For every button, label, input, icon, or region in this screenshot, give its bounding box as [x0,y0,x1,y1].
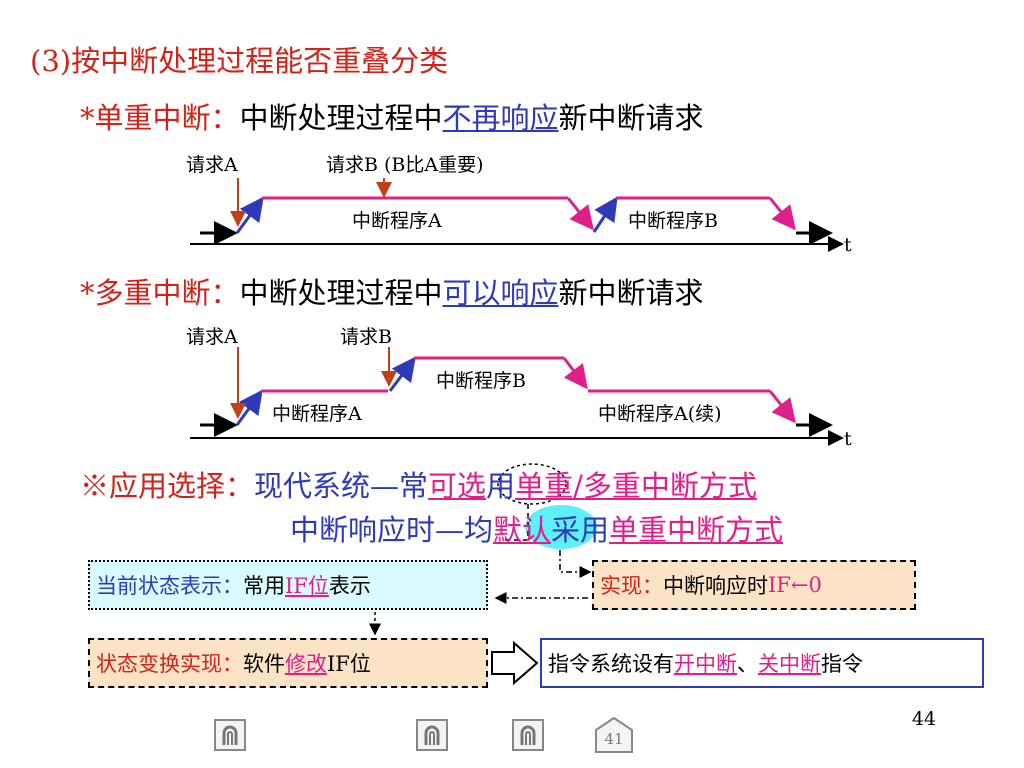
back-page-number: 41 [604,730,624,748]
implementation-label: 实现： [600,574,663,598]
slide-title: (3)按中断处理过程能否重叠分类 [30,44,449,78]
state-change-link[interactable]: 修改 [285,652,327,676]
apply-line1-text2: 用 [486,469,516,503]
instruction-text2: 指令 [821,652,863,676]
implementation-value: IF←0 [768,573,822,597]
apply-line1-highlight[interactable]: 可选 [428,469,487,503]
apply-line2-highlight[interactable]: 默认 [493,513,552,547]
state-change-text2: IF位 [327,652,371,676]
multi-prog-b-label: 中断程序B [436,370,526,392]
apply-line1-text1: 现代系统—常 [254,469,429,503]
current-state-text2: 表示 [328,574,371,598]
single-exit-b [768,197,796,231]
multi-interrupt-heading: *多重中断：中断处理过程中可以响应新中断请求 [80,270,704,312]
apply-line-2: 中断响应时—均默认采用单重中断方式 [290,507,783,549]
multi-req-a-label: 请求A [186,326,238,348]
single-link[interactable]: 不再响应 [442,101,559,135]
apply-label: ※应用选择： [80,469,255,503]
multi-link[interactable]: 可以响应 [442,276,559,310]
multi-text1: 中断处理过程中 [239,276,443,310]
return-icon-3[interactable] [512,719,544,751]
instruction-box: 指令系统设有开中断、关中断指令 [540,638,984,688]
enable-interrupt-link[interactable]: 开中断 [674,652,737,676]
apply-line2-text2: 采用 [551,513,610,547]
single-exit-a [566,197,594,231]
return-icon-2[interactable] [416,719,448,751]
single-prog-b-label: 中断程序B [628,210,718,232]
multi-req-b-label: 请求B [340,326,392,348]
multi-prog-a-cont-label: 中断程序A(续) [598,403,722,425]
connector-optional [502,504,529,541]
house-icon [595,716,633,753]
implementation-text1: 中断响应时 [663,574,768,598]
single-req-a-label: 请求A [186,154,238,176]
apply-line1-link[interactable]: 单重/多重中断方式 [515,469,757,503]
instruction-sep: 、 [737,652,758,676]
return-icon[interactable] [214,719,246,751]
multi-prog-a-label: 中断程序A [272,403,362,425]
single-text2: 新中断请求 [558,101,704,135]
current-state-label: 当前状态表示： [96,574,243,598]
multi-interrupt-label: *多重中断： [80,276,240,310]
multi-text2: 新中断请求 [558,276,704,310]
apply-line-1: ※应用选择：现代系统—常可选用单重/多重中断方式 [80,463,757,505]
multi-exit-b [562,357,588,390]
block-arrow [491,640,539,686]
state-change-label: 状态变换实现： [96,652,243,676]
single-interrupt-label: *单重中断： [80,101,240,135]
single-req-b-label: 请求B (B比A重要) [326,154,484,176]
page-number: 44 [911,708,936,730]
single-enter-b [592,196,618,233]
multi-exit-a [768,390,796,424]
apply-line2-link[interactable]: 单重中断方式 [609,513,784,547]
back-to-page-button[interactable]: 41 [594,716,634,754]
connector-default [559,550,592,578]
apply-line2-text1: 中断响应时—均 [290,513,494,547]
single-t-label: t [844,234,852,256]
current-state-link[interactable]: IF位 [285,574,329,598]
multi-enter-a [235,389,263,426]
state-change-text1: 软件 [243,652,285,676]
instruction-text1: 指令系统设有 [548,652,674,676]
single-timeline [190,178,844,252]
disable-interrupt-link[interactable]: 关中断 [758,652,821,676]
single-enter-a [235,196,264,234]
single-interrupt-heading: *单重中断：中断处理过程中不再响应新中断请求 [80,95,704,137]
multi-timeline [190,347,844,446]
optional-highlight-ring [497,463,567,505]
current-state-text1: 常用 [243,574,285,598]
single-prog-a-label: 中断程序A [352,210,442,232]
multi-enter-b [388,356,416,392]
single-text1: 中断处理过程中 [239,101,443,135]
multi-t-label: t [844,428,852,450]
default-highlight-ring [525,505,597,549]
